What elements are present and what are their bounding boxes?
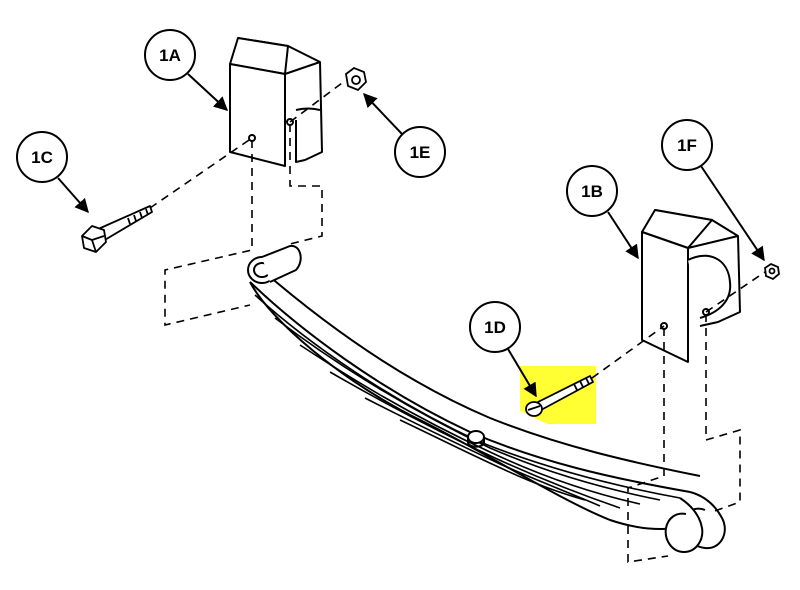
callout-1d: 1D [469, 301, 537, 398]
callout-1e: 1E [363, 92, 446, 178]
callout-label: 1B [581, 182, 603, 201]
callout-1c: 1C [16, 131, 89, 214]
bolt-1c [81, 205, 153, 253]
nut-1f [764, 262, 780, 281]
bolt-1d [525, 375, 594, 417]
callout-label: 1F [677, 136, 697, 155]
callout-1b: 1B [566, 165, 639, 260]
assembly-lines [149, 79, 766, 563]
callout-1a: 1A [144, 29, 229, 111]
callout-label: 1D [484, 318, 506, 337]
leaf-spring [247, 244, 726, 553]
callout-label: 1A [159, 46, 181, 65]
nut-1e [345, 66, 367, 92]
hanger-1a [229, 37, 323, 167]
hanger-1b [641, 209, 741, 363]
callout-label: 1C [31, 148, 53, 167]
callout-label: 1E [410, 143, 431, 162]
callout-1f: 1F [661, 119, 765, 262]
